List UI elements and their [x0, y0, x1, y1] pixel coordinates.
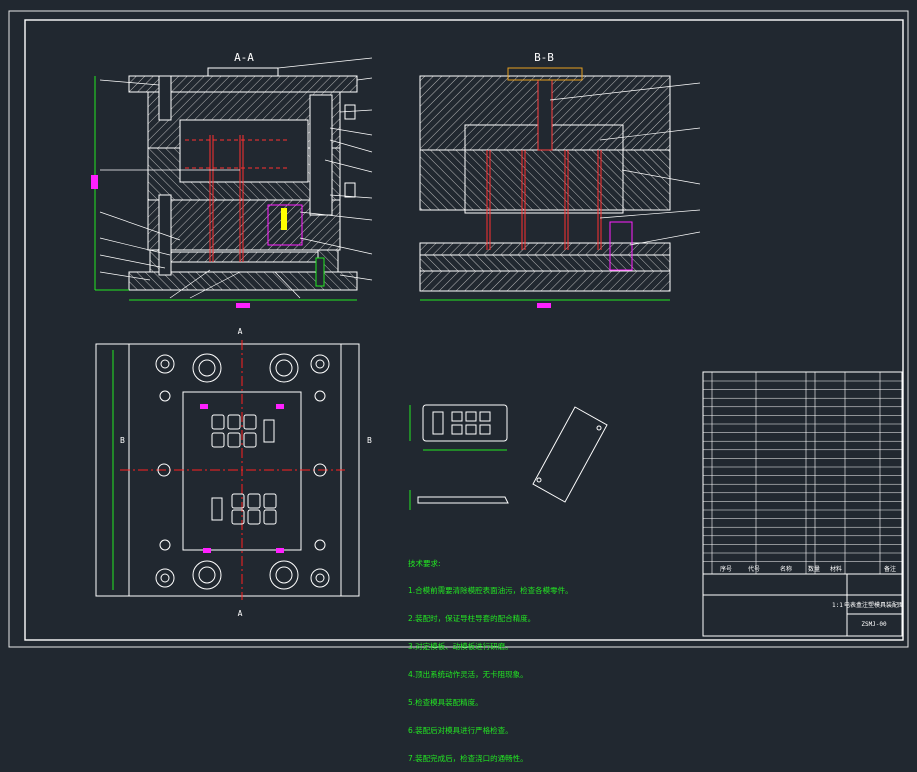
insert-block — [267, 204, 303, 246]
guide-pillar-top — [158, 75, 172, 121]
section-bb-view: B-B — [419, 51, 701, 308]
plan-section-mark-bottom: A — [238, 609, 243, 618]
bom-header-name: 名称 — [780, 565, 792, 573]
ejector-retainer — [169, 251, 319, 263]
section-aa-view: A-A — [91, 51, 373, 308]
note-item: 7.装配完成后，检查浇口的通畅性。 — [408, 753, 528, 763]
sprue-bushing — [537, 79, 553, 151]
bom-header-code: 代号 — [748, 565, 760, 573]
note-item: 4.顶出系统动作灵活，无卡阻现象。 — [408, 670, 528, 680]
bb-bottom-plate — [419, 270, 671, 292]
note-item: 2.装配时，保证导柱导套的配合精度。 — [408, 614, 536, 624]
bom-header-no: 序号 — [720, 565, 732, 573]
plan-section-mark-top: A — [238, 327, 243, 336]
cad-drawing: A-A — [8, 10, 909, 648]
section-bb-title: B-B — [534, 51, 554, 64]
bom-header-remark: 备注 — [884, 565, 896, 573]
insert-marker — [281, 208, 287, 230]
bb-locating-ring — [507, 67, 583, 81]
plan-view: A A B B — [95, 327, 372, 618]
support-plate — [147, 199, 341, 251]
product-iso-view — [532, 406, 608, 503]
section-aa-title: A-A — [234, 51, 254, 64]
drawing-scale: 1:1 — [832, 602, 843, 609]
note-item: 5.检查模具装配精度。 — [408, 698, 483, 708]
note-item: 6.装配后对模具进行严格检查。 — [408, 725, 513, 735]
note-item: 1.合模前需要清除模腔表面油污，检查各模零件。 — [408, 586, 573, 596]
note-item: 3.对定模板、动模板进行研磨。 — [408, 642, 513, 652]
plan-cavity-insert — [182, 391, 302, 551]
bom-frame — [702, 371, 903, 637]
plan-section-mark-left: B — [120, 436, 125, 445]
locating-ring — [207, 67, 279, 77]
bottom-clamp-plate — [128, 271, 358, 291]
water-connector-1 — [344, 104, 356, 120]
title-block: 序号 代号 名称 数量 材料 备注 电表盒注塑模具装配图 ZSMJ-00 1:1 — [702, 371, 904, 637]
product-side-view — [417, 496, 509, 504]
outer-frame — [8, 10, 909, 648]
return-pin — [315, 257, 325, 287]
notes-title: 技术要求: — [408, 558, 441, 568]
slide-block — [309, 94, 333, 216]
bb-moving-half — [419, 149, 671, 211]
drawing-number: ZSMJ-00 — [861, 621, 887, 628]
plan-section-mark-right: B — [367, 436, 372, 445]
technical-notes: 技术要求: 1.合模前需要清除模腔表面油污，检查各模零件。 2.装配时，保证导柱… — [408, 540, 573, 772]
product-views — [409, 404, 608, 510]
drawing-name: 电表盒注塑模具装配图 — [844, 601, 904, 609]
bb-return-spring — [609, 221, 633, 271]
product-top-view — [422, 404, 508, 442]
water-connector-2 — [344, 182, 356, 198]
inner-frame — [24, 19, 904, 641]
bom-header-material: 材料 — [830, 565, 842, 573]
cavity-core — [179, 119, 309, 183]
bom-header-qty: 数量 — [808, 565, 820, 573]
